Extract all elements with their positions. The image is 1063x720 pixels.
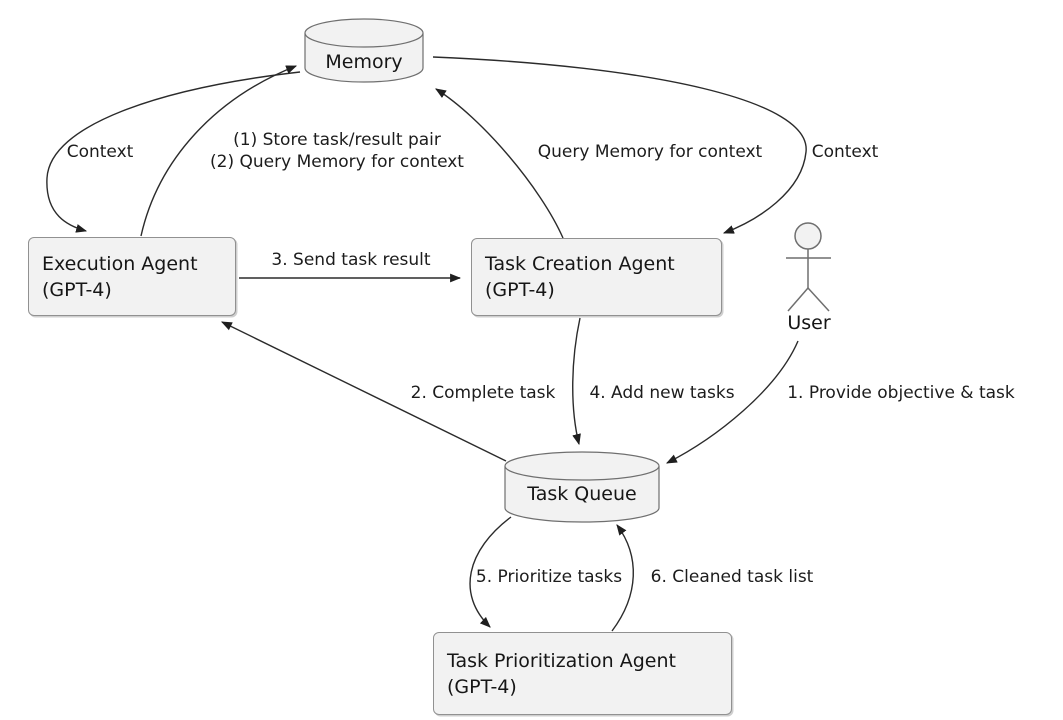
- edge-taskcreation-to-memory-query: [435, 88, 564, 239]
- edge-taskqueue-to-execution-complete-task: [221, 321, 507, 462]
- node-task-prioritization-agent: Task Prioritization Agent (GPT-4): [433, 632, 732, 715]
- node-execution-agent-label: Execution Agent: [42, 252, 198, 275]
- edge-label-store-query: (1) Store task/result pair (2) Query Mem…: [210, 129, 464, 173]
- edge-taskcreation-to-taskqueue-add-tasks: [572, 317, 581, 446]
- edge-label-store-query-line1: (1) Store task/result pair: [233, 130, 441, 150]
- edge-label-query-memory: Query Memory for context: [537, 142, 763, 162]
- node-memory-label: Memory: [325, 51, 403, 73]
- edge-memory-to-execution-context: [46, 71, 301, 233]
- edge-execution-to-memory-store-query: [140, 65, 298, 237]
- node-execution-agent-sublabel: (GPT-4): [42, 278, 112, 301]
- edge-memory-to-taskcreation-context: [432, 56, 807, 234]
- node-task-prioritization-agent-sublabel: (GPT-4): [447, 675, 517, 698]
- task-queue-cylinder-shape: [504, 451, 660, 523]
- edge-label-prioritize-tasks: 5. Prioritize tasks: [475, 567, 623, 587]
- edge-label-context-right: Context: [811, 142, 879, 162]
- edge-label-provide-objective: 1. Provide objective & task: [787, 383, 1015, 403]
- edge-label-send-task-result: 3. Send task result: [271, 250, 431, 270]
- edge-taskqueue-to-prioritization-prioritize: [469, 516, 512, 628]
- node-task-creation-agent-label: Task Creation Agent: [485, 253, 675, 275]
- edge-label-complete-task: 2. Complete task: [410, 383, 556, 403]
- edge-label-store-query-line2: (2) Query Memory for context: [210, 152, 464, 172]
- node-user-label: User: [787, 312, 831, 334]
- edge-label-context-left: Context: [66, 142, 134, 162]
- node-task-creation-agent: Task Creation Agent (GPT-4): [471, 238, 722, 316]
- node-task-prioritization-agent-label: Task Prioritization Agent: [447, 649, 676, 672]
- edge-user-to-taskqueue-provide-objective: [666, 340, 799, 464]
- node-task-creation-agent-sublabel: (GPT-4): [485, 279, 555, 301]
- user-actor-figure: [786, 222, 831, 312]
- memory-cylinder-shape: [304, 18, 424, 83]
- edge-label-add-new-tasks: 4. Add new tasks: [589, 383, 735, 403]
- edge-prioritization-to-taskqueue-cleaned-list: [611, 524, 634, 632]
- edge-label-cleaned-task-list: 6. Cleaned task list: [650, 567, 814, 587]
- node-execution-agent: Execution Agent (GPT-4): [28, 237, 236, 316]
- node-task-queue-label: Task Queue: [527, 483, 637, 505]
